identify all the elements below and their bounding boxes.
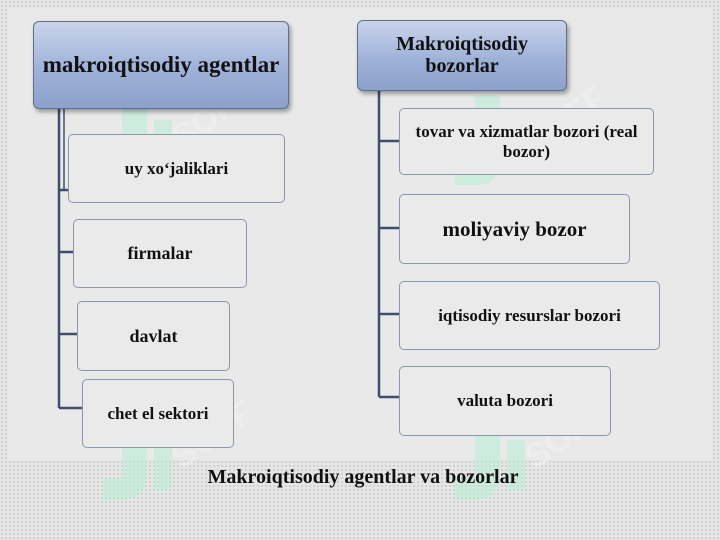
diagram-caption: Makroiqtisodiy agentlar va bozorlar — [207, 466, 519, 488]
node-tovar-xizmatlar: tovar va xizmatlar bozori (real bozor) — [399, 108, 654, 175]
node-moliyaviy-bozor: moliyaviy bozor — [399, 194, 630, 264]
node-chet-el-sektori: chet el sektori — [82, 379, 234, 448]
node-davlat: davlat — [77, 301, 230, 371]
node-firmalar: firmalar — [73, 219, 247, 288]
agents-header: makroiqtisodiy agentlar — [33, 21, 289, 109]
markets-header: Makroiqtisodiy bozorlar — [357, 20, 567, 91]
node-uy-xojaliklari: uy xo‘jaliklari — [68, 134, 285, 203]
node-iqtisodiy-resurslar: iqtisodiy resurslar bozori — [399, 281, 660, 350]
node-valuta-bozori: valuta bozori — [399, 366, 611, 436]
